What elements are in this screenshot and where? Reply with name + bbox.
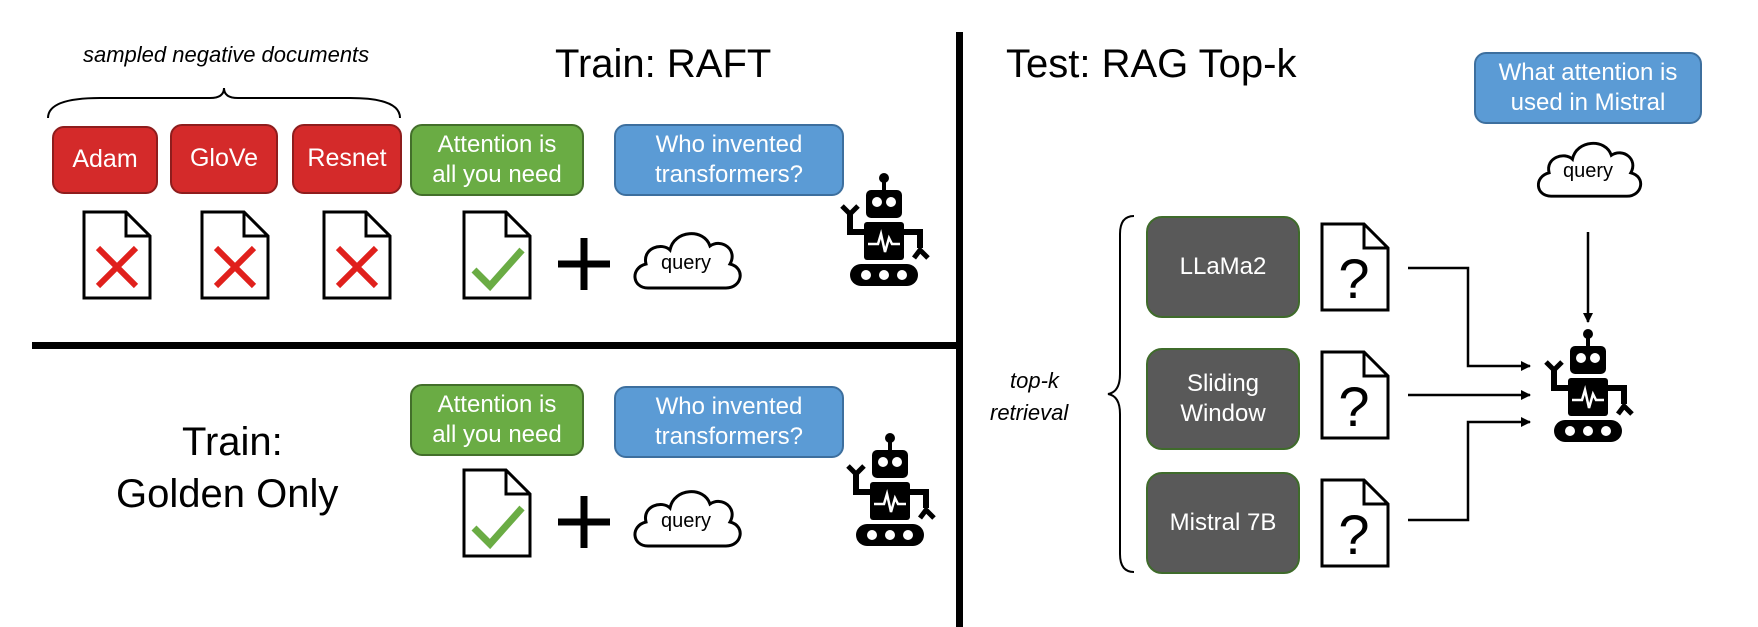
svg-text:?: ?	[1338, 247, 1369, 310]
negative-doc-glove: GloVe	[170, 124, 278, 194]
unknown-document-icon: ?	[1320, 478, 1390, 568]
svg-text:?: ?	[1338, 503, 1369, 566]
retrieval-label-line1: top-k	[1010, 368, 1059, 393]
document-icon	[462, 468, 532, 558]
query-label: query	[660, 510, 712, 532]
retrieved-doc-mistral: Mistral 7B	[1146, 472, 1300, 574]
negative-doc-adam: Adam	[52, 126, 158, 194]
query-label: query	[660, 252, 712, 274]
document-icon	[322, 210, 392, 300]
query-cloud: query	[628, 222, 744, 294]
plus-icon	[558, 496, 610, 548]
retrieved-doc-llama2: LLaMa2	[1146, 216, 1300, 318]
vertical-divider	[956, 32, 963, 627]
cloud-icon	[633, 490, 742, 548]
query-cloud: query	[628, 480, 744, 552]
cloud-icon	[633, 232, 742, 290]
test-title: Test: RAG Top-k	[1006, 42, 1297, 86]
unknown-document-icon: ?	[1320, 350, 1390, 440]
golden-title-line2: Golden Only	[116, 472, 339, 516]
robot-icon	[1544, 329, 1634, 442]
question-box: Who invented transformers?	[614, 386, 844, 458]
cloud-icon	[1536, 141, 1642, 198]
query-cloud: query	[1530, 132, 1646, 202]
golden-doc: Attention is all you need	[410, 384, 584, 456]
negative-doc-resnet: Resnet	[292, 124, 402, 194]
question-box: Who invented transformers?	[614, 124, 844, 196]
retrieval-brace	[1107, 215, 1135, 573]
test-question-box: What attention is used in Mistral	[1474, 52, 1702, 124]
document-icon	[82, 210, 152, 300]
robot-icon	[846, 433, 936, 546]
horizontal-divider	[32, 342, 958, 349]
raft-title: Train: RAFT	[555, 42, 772, 86]
plus-icon	[558, 238, 610, 290]
negatives-label: sampled negative documents	[83, 42, 370, 67]
negatives-brace	[47, 87, 401, 119]
query-label: query	[1562, 160, 1614, 182]
retrieval-label-line2: retrieval	[990, 400, 1069, 425]
golden-doc: Attention is all you need	[410, 124, 584, 196]
document-icon	[462, 210, 532, 300]
arrows	[1408, 232, 1593, 522]
robot-icon	[840, 173, 930, 286]
unknown-document-icon: ?	[1320, 222, 1390, 312]
golden-title-line1: Train:	[182, 420, 283, 464]
document-icon	[200, 210, 270, 300]
svg-text:?: ?	[1338, 375, 1369, 438]
retrieved-doc-sliding-window: Sliding Window	[1146, 348, 1300, 450]
